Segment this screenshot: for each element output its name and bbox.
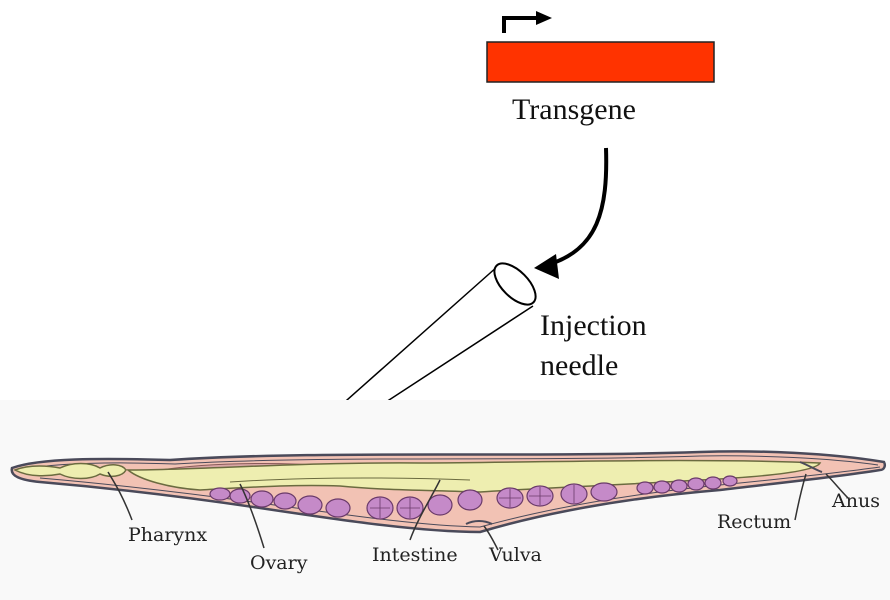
promoter-arrow-icon <box>504 18 538 33</box>
label-anus: Anus <box>831 490 880 512</box>
transgene-construct: Transgene <box>487 11 714 126</box>
needle-opening <box>487 256 542 311</box>
label-pharynx: Pharynx <box>128 524 207 546</box>
injection-arrow <box>547 148 606 265</box>
label-rectum: Rectum <box>717 511 791 533</box>
label-intestine: Intestine <box>372 544 458 566</box>
label-ovary: Ovary <box>250 552 308 574</box>
promoter-arrowhead-icon <box>536 11 552 25</box>
injection-arrowhead-icon <box>534 254 559 279</box>
transgene-label: Transgene <box>512 93 636 126</box>
needle-label-line2: needle <box>540 349 618 382</box>
needle-label-line1: Injection <box>540 309 647 342</box>
transgene-bar <box>487 42 714 82</box>
label-vulva: Vulva <box>488 544 542 566</box>
